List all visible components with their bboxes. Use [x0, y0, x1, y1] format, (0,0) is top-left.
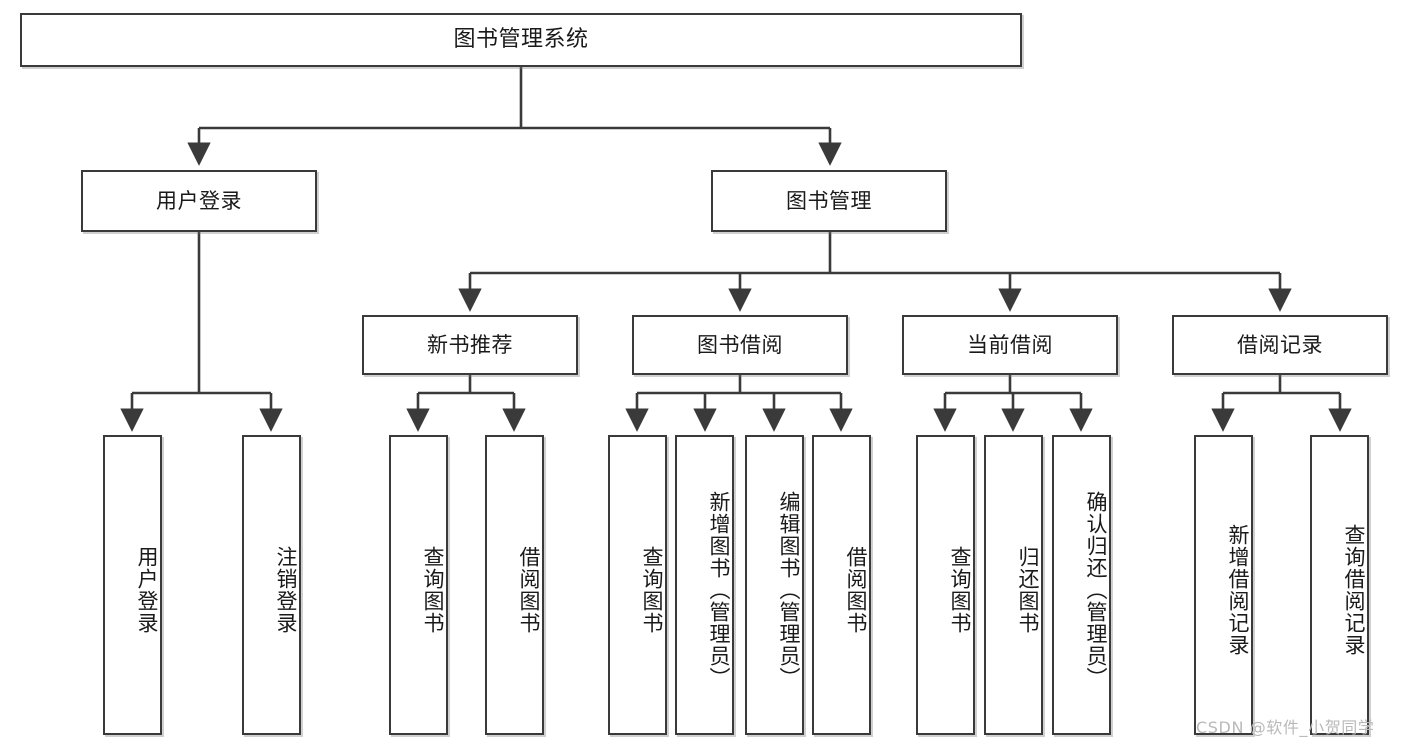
node-borrow-record[interactable]: 借阅记录: [1172, 315, 1388, 375]
leaf-query-book-3[interactable]: 查询图书: [916, 435, 975, 735]
leaf-query-book-1-label: 查询图书: [421, 546, 445, 634]
leaf-borrow-book-2-label: 借阅图书: [844, 546, 868, 634]
leaf-return-book-label: 归还图书: [1016, 546, 1040, 634]
node-user-login-label: 用户登录: [156, 188, 242, 213]
leaf-add-book[interactable]: 新增图书（管理员）: [675, 435, 734, 735]
leaf-user-login[interactable]: 用户登录: [103, 435, 162, 735]
node-new-book-rec[interactable]: 新书推荐: [362, 315, 578, 375]
leaf-edit-book-label: 编辑图书（管理员）: [777, 491, 801, 689]
leaf-confirm-return[interactable]: 确认归还（管理员）: [1052, 435, 1111, 735]
leaf-edit-book[interactable]: 编辑图书（管理员）: [745, 435, 804, 735]
leaf-borrow-book-2[interactable]: 借阅图书: [812, 435, 871, 735]
node-current-borrow-label: 当前借阅: [967, 332, 1053, 357]
node-book-borrow[interactable]: 图书借阅: [632, 315, 848, 375]
leaf-add-book-label: 新增图书（管理员）: [707, 491, 731, 689]
node-book-borrow-label: 图书借阅: [697, 332, 783, 357]
leaf-logout-label: 注销登录: [274, 546, 298, 634]
node-book-manage[interactable]: 图书管理: [711, 170, 947, 232]
leaf-query-book-3-label: 查询图书: [948, 546, 972, 634]
leaf-query-book-2-label: 查询图书: [640, 546, 664, 634]
leaf-query-record[interactable]: 查询借阅记录: [1310, 435, 1369, 735]
leaf-logout[interactable]: 注销登录: [242, 435, 301, 735]
leaf-user-login-label: 用户登录: [135, 546, 159, 634]
leaf-query-book-2[interactable]: 查询图书: [608, 435, 667, 735]
leaf-return-book[interactable]: 归还图书: [984, 435, 1043, 735]
node-user-login[interactable]: 用户登录: [81, 170, 317, 232]
node-current-borrow[interactable]: 当前借阅: [902, 315, 1118, 375]
node-root-label: 图书管理系统: [453, 27, 589, 53]
leaf-add-record-label: 新增借阅记录: [1226, 524, 1250, 656]
node-new-book-rec-label: 新书推荐: [427, 332, 513, 357]
leaf-confirm-return-label: 确认归还（管理员）: [1084, 491, 1108, 689]
node-root[interactable]: 图书管理系统: [20, 13, 1022, 67]
leaf-borrow-book-1-label: 借阅图书: [517, 546, 541, 634]
csdn-watermark: CSDN @软件_小贺同学: [1196, 718, 1375, 737]
node-borrow-record-label: 借阅记录: [1237, 332, 1323, 357]
node-book-manage-label: 图书管理: [786, 188, 872, 213]
leaf-borrow-book-1[interactable]: 借阅图书: [485, 435, 544, 735]
leaf-query-book-1[interactable]: 查询图书: [389, 435, 448, 735]
leaf-add-record[interactable]: 新增借阅记录: [1194, 435, 1253, 735]
leaf-query-record-label: 查询借阅记录: [1342, 524, 1366, 656]
